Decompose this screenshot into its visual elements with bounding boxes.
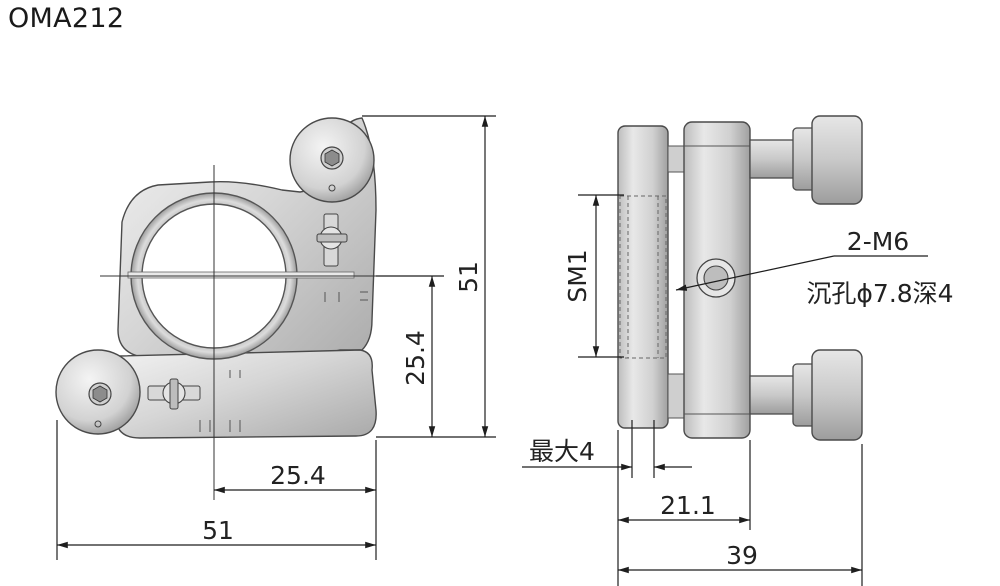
hole-callout-line1: 2-M6: [847, 227, 909, 256]
front-view: [55, 117, 380, 500]
sm1-thread-label: SM1: [563, 249, 592, 302]
front-height-dim: 51: [454, 261, 483, 293]
front-dimensions: [56, 115, 496, 560]
depth-dim: 21.1: [660, 491, 716, 520]
hole-callout-line2: 沉孔ϕ7.8深4: [806, 279, 953, 308]
drawing-title: OMA212: [8, 3, 125, 34]
upper-lock-screw: [316, 213, 348, 267]
overall-depth-dim: 39: [726, 541, 758, 570]
lower-knob-grip: [811, 349, 863, 441]
front-center-offset-dim: 25.4: [270, 461, 326, 490]
lower-lock-screw: [147, 378, 201, 410]
mount-base: [115, 349, 377, 439]
front-center-height-dim: 25.4: [401, 330, 430, 386]
side-view: [617, 115, 863, 441]
max-thickness-label: 最大4: [529, 437, 595, 466]
hex-socket-icon: [92, 385, 108, 403]
clamp-slot: [127, 271, 355, 279]
side-dimensions: [522, 194, 928, 586]
hex-socket-icon: [324, 149, 340, 167]
front-plate: [617, 125, 669, 429]
upper-knob-grip: [811, 115, 863, 205]
m6-hole: [703, 265, 729, 291]
front-width-dim: 51: [202, 516, 234, 545]
